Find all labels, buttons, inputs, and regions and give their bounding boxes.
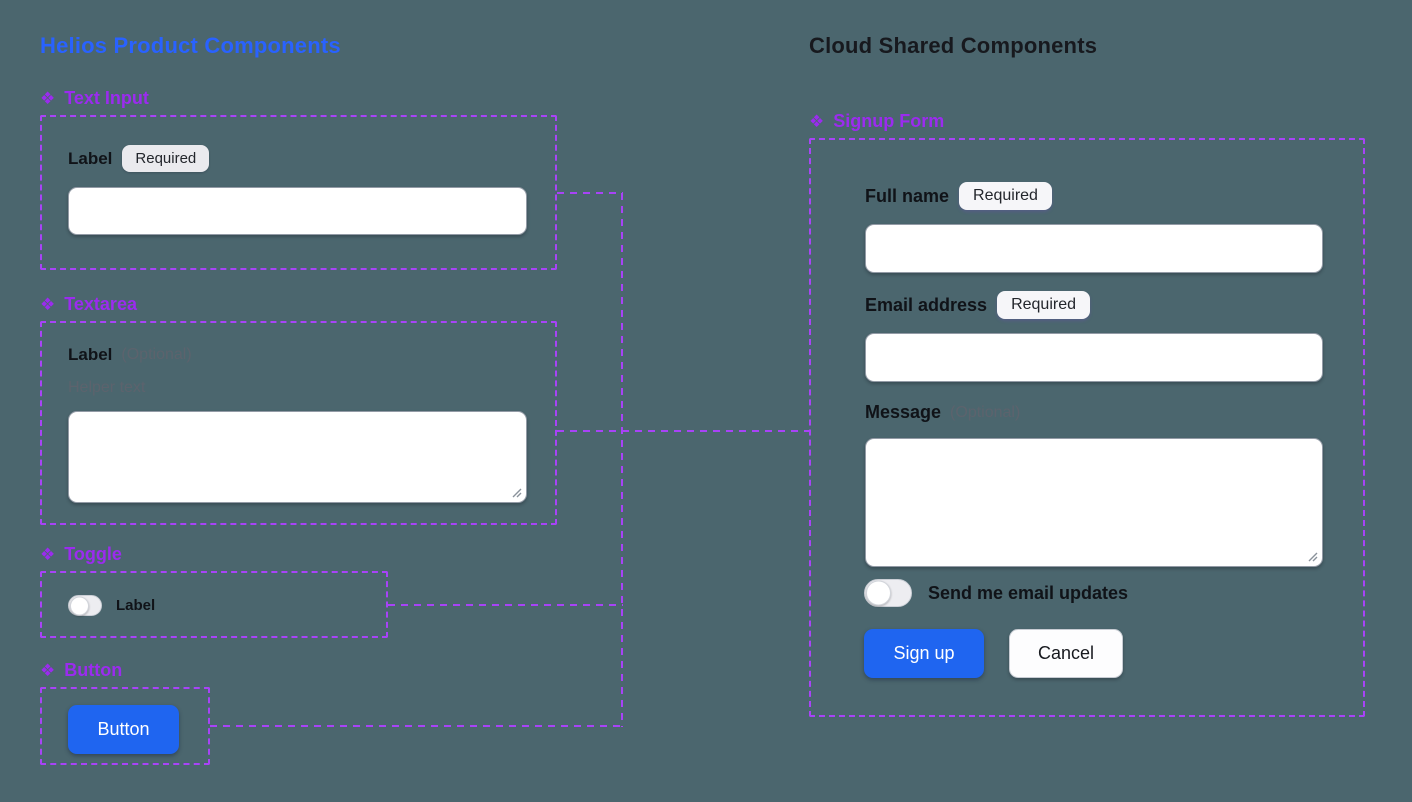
component-diamond-icon: ❖ <box>809 112 825 131</box>
email-updates-toggle-label: Send me email updates <box>928 582 1129 603</box>
email-label-row: Email address Required <box>865 291 1090 319</box>
component-name-signup-form: Signup Form <box>833 111 945 131</box>
textarea-component-frame: Label (Optional) Helper text <box>40 321 557 525</box>
component-diamond-icon: ❖ <box>40 89 56 108</box>
toggle-component-frame: Label <box>40 571 388 638</box>
component-name-textarea: Textarea <box>64 294 137 314</box>
component-name-toggle: Toggle <box>64 544 122 564</box>
toggle-switch[interactable] <box>68 595 102 616</box>
component-name-button: Button <box>64 660 123 680</box>
cancel-button[interactable]: Cancel <box>1009 629 1123 678</box>
connector-textarea-to-form <box>557 430 809 432</box>
message-label-row: Message (Optional) <box>865 402 1020 423</box>
component-header-button: ❖ Button <box>40 660 122 681</box>
email-updates-toggle-row: Send me email updates <box>864 579 1128 607</box>
connector-text-input-to-trunk <box>557 192 623 194</box>
component-header-signup-form: ❖ Signup Form <box>809 111 944 132</box>
component-header-text-input: ❖ Text Input <box>40 88 149 109</box>
sample-button[interactable]: Button <box>68 705 179 754</box>
full-name-label: Full name <box>865 185 950 206</box>
right-section-title: Cloud Shared Components <box>809 33 1098 58</box>
connector-trunk <box>621 193 623 727</box>
toggle-row: Label <box>68 595 155 616</box>
text-input-component-frame: Label Required <box>40 115 557 270</box>
message-textarea-wrapper <box>865 438 1323 567</box>
message-label: Message <box>865 402 942 422</box>
textarea-field[interactable] <box>68 411 527 503</box>
connector-toggle-to-trunk <box>388 604 623 606</box>
full-name-label-row: Full name Required <box>865 182 1052 210</box>
textarea-wrapper <box>68 411 527 503</box>
required-badge: Required <box>997 291 1090 319</box>
left-section-title: Helios Product Components <box>40 33 341 58</box>
button-component-frame: Button <box>40 687 210 765</box>
textarea-label-row: Label (Optional) <box>68 345 192 365</box>
textarea-helper-text: Helper text <box>68 379 146 396</box>
sign-up-button[interactable]: Sign up <box>864 629 984 678</box>
component-header-toggle: ❖ Toggle <box>40 544 122 565</box>
required-badge: Required <box>959 182 1052 210</box>
component-diamond-icon: ❖ <box>40 661 56 680</box>
toggle-label: Label <box>116 597 156 614</box>
component-diamond-icon: ❖ <box>40 545 56 564</box>
component-diamond-icon: ❖ <box>40 295 56 314</box>
full-name-input[interactable] <box>865 224 1323 273</box>
optional-hint: (Optional) <box>121 346 192 363</box>
component-header-textarea: ❖ Textarea <box>40 294 137 315</box>
text-input-label: Label <box>68 148 113 168</box>
text-input-field[interactable] <box>68 187 527 235</box>
connector-button-to-trunk <box>210 725 623 727</box>
email-updates-toggle-switch[interactable] <box>864 579 912 607</box>
textarea-label: Label <box>68 345 113 364</box>
text-input-label-row: Label Required <box>68 145 210 172</box>
signup-form-frame: Full name Required Email address Require… <box>809 138 1365 717</box>
required-badge: Required <box>122 145 210 172</box>
component-name-text-input: Text Input <box>64 88 149 108</box>
message-textarea[interactable] <box>865 438 1323 567</box>
toggle-knob <box>70 596 89 615</box>
email-label: Email address <box>865 294 988 315</box>
toggle-knob <box>866 580 891 606</box>
optional-hint: (Optional) <box>950 403 1021 421</box>
email-input[interactable] <box>865 333 1323 382</box>
